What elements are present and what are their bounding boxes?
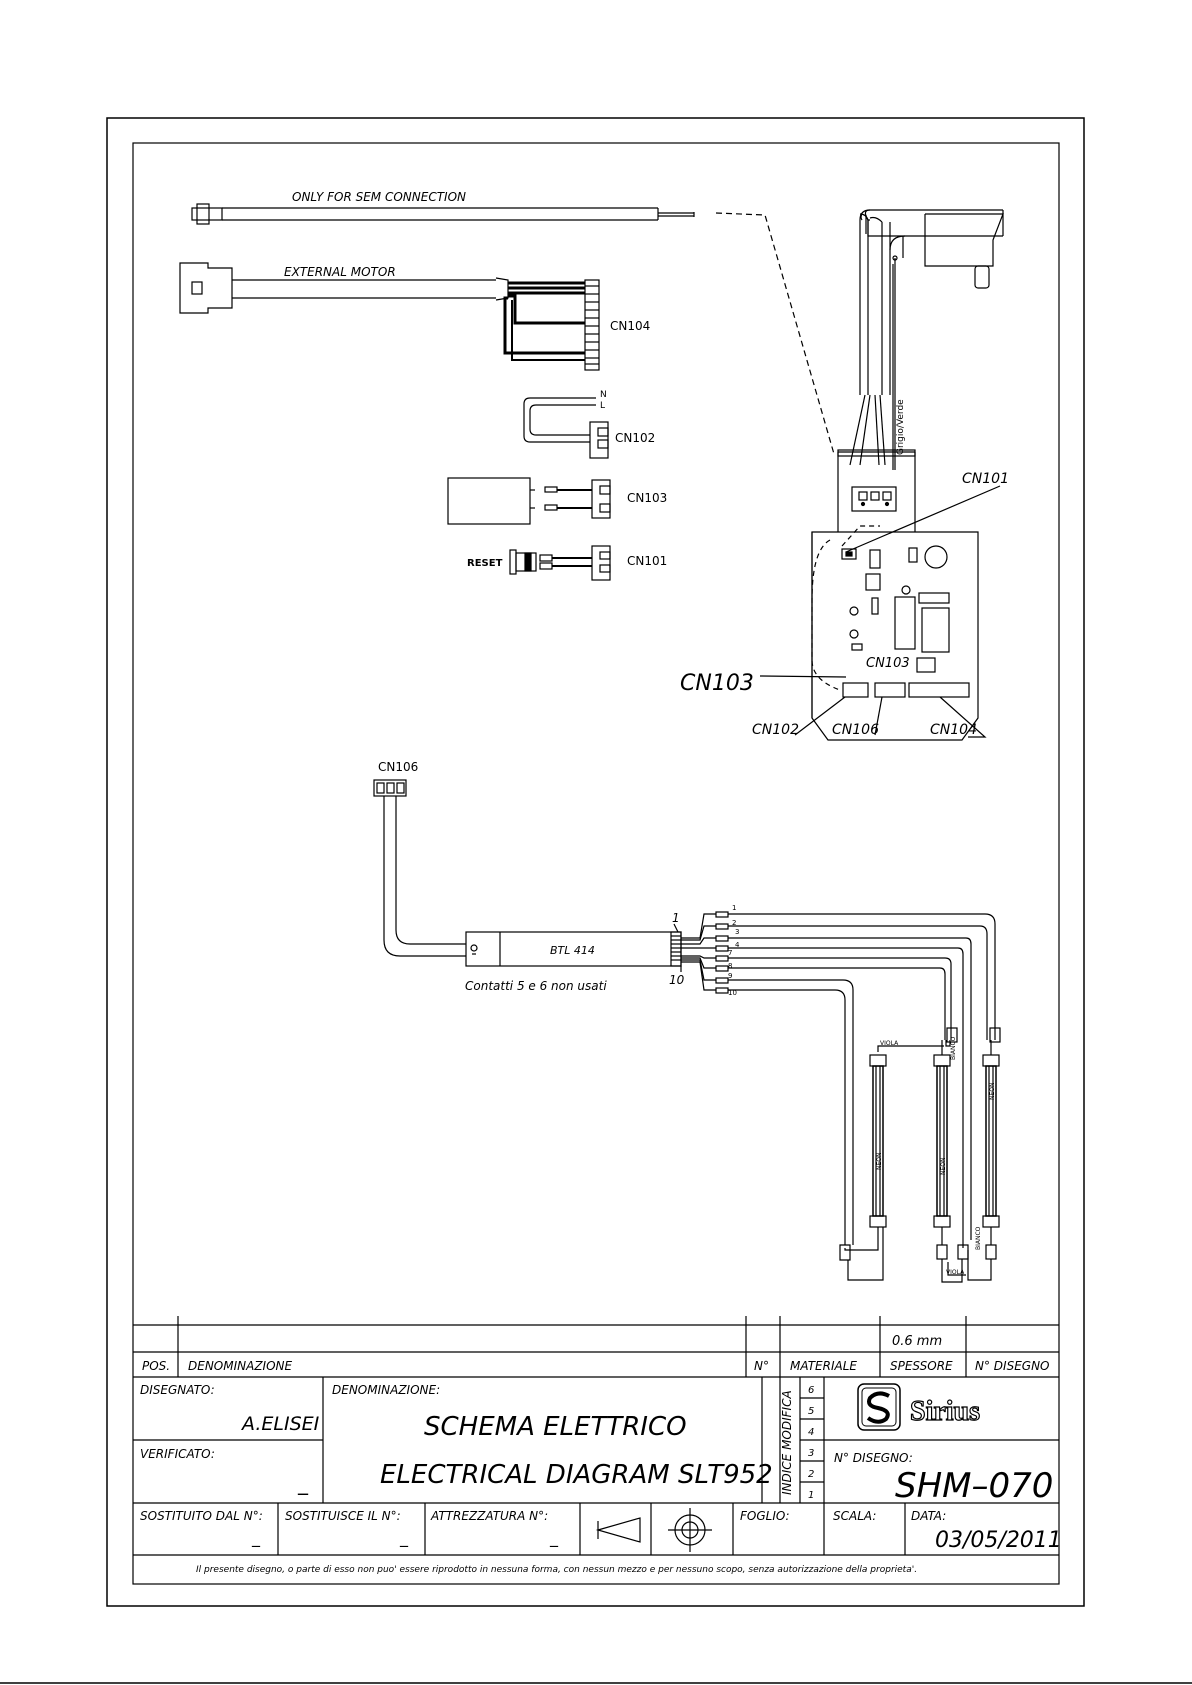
mains-plug bbox=[849, 209, 1004, 470]
header-n-disegno: N° DISEGNO bbox=[975, 1359, 1050, 1373]
l-label: L bbox=[600, 401, 605, 411]
btl414-ballast bbox=[465, 931, 682, 967]
title-italian: SCHEMA ELETTRICO bbox=[424, 1412, 687, 1442]
cn106-box-label: CN106 bbox=[832, 722, 879, 738]
outer-border bbox=[106, 117, 1085, 1607]
pin-label: 9 bbox=[728, 972, 732, 980]
cn104-box-label: CN104 bbox=[930, 722, 977, 738]
indice-3: 3 bbox=[808, 1448, 814, 1459]
cn102-label: CN102 bbox=[615, 431, 655, 445]
neon-label: NEON bbox=[940, 1158, 947, 1176]
pin-label: 3 bbox=[735, 928, 739, 936]
cn104-label: CN104 bbox=[610, 319, 650, 333]
pin-label: 4 bbox=[735, 941, 740, 949]
spessore-value: 0.6 mm bbox=[892, 1334, 942, 1349]
sirius-logo bbox=[857, 1383, 901, 1431]
header-pos: POS. bbox=[142, 1359, 170, 1373]
cn102-box-label: CN102 bbox=[752, 722, 799, 738]
header-n: N° bbox=[754, 1359, 769, 1373]
sostituito-value: _ bbox=[251, 1528, 261, 1548]
cn101-box-label: CN101 bbox=[962, 471, 1009, 487]
indice-2: 2 bbox=[808, 1469, 814, 1480]
pin-label: 2 bbox=[732, 919, 736, 927]
header-spessore: SPESSORE bbox=[890, 1359, 953, 1373]
title-english: ELECTRICAL DIAGRAM SLT952 bbox=[380, 1460, 773, 1490]
btl414-label: BTL 414 bbox=[550, 944, 595, 957]
indice-1: 1 bbox=[808, 1490, 814, 1501]
cn103-small-label: CN103 bbox=[866, 656, 910, 671]
cn106-label: CN106 bbox=[378, 760, 418, 774]
title-block-grid bbox=[133, 1316, 1059, 1556]
cn103-box-label: CN103 bbox=[680, 671, 754, 696]
indice-6: 6 bbox=[808, 1385, 814, 1396]
cn103-component bbox=[447, 477, 611, 525]
n-disegno-label: N° DISEGNO: bbox=[834, 1451, 913, 1465]
grigio-verde-label: Grigio/Verde bbox=[896, 399, 906, 455]
sem-cable bbox=[191, 203, 835, 455]
control-box bbox=[811, 449, 979, 741]
pin-label: 10 bbox=[728, 989, 737, 997]
cn106-leader bbox=[874, 696, 883, 736]
foglio-label: FOGLIO: bbox=[740, 1509, 790, 1523]
pin-label: 1 bbox=[732, 904, 736, 912]
cn102-leader bbox=[794, 696, 846, 736]
viola-label: VIOLA bbox=[946, 1269, 965, 1276]
disegnato-value: A.ELISEI bbox=[240, 1413, 320, 1435]
attrezzatura-value: _ bbox=[549, 1528, 559, 1548]
cn103-label: CN103 bbox=[627, 491, 667, 505]
n-label: N bbox=[600, 390, 607, 400]
disegnato-label: DISEGNATO: bbox=[140, 1383, 215, 1397]
header-materiale: MATERIALE bbox=[790, 1359, 857, 1373]
header-denominazione: DENOMINAZIONE bbox=[188, 1359, 293, 1373]
pin10-label: 10 bbox=[669, 973, 685, 987]
cn102-bridge bbox=[523, 397, 609, 459]
neon-label: NEON bbox=[876, 1153, 883, 1171]
indice-4: 4 bbox=[808, 1427, 814, 1438]
external-motor-connector bbox=[179, 262, 600, 371]
viola-label: VIOLA bbox=[880, 1040, 899, 1047]
cn104-leader bbox=[939, 696, 987, 738]
reset-component bbox=[509, 545, 611, 581]
data-value: 03/05/2011 bbox=[935, 1528, 1062, 1553]
contatti-note: Contatti 5 e 6 non usati bbox=[465, 979, 607, 993]
pin-label: 8 bbox=[728, 962, 732, 970]
sostituisce-label: SOSTITUISCE IL N°: bbox=[285, 1509, 401, 1523]
pin1-label: 1 bbox=[672, 911, 680, 925]
verificato-value: _ bbox=[297, 1471, 309, 1495]
n-disegno-value: SHM–070 bbox=[895, 1466, 1053, 1506]
indice-modifica-label: INDICE MODIFICA bbox=[780, 1390, 794, 1495]
scala-label: SCALA: bbox=[833, 1509, 876, 1523]
sem-connection-label: ONLY FOR SEM CONNECTION bbox=[292, 190, 466, 204]
inner-border bbox=[132, 142, 1060, 1585]
disclaimer-text: Il presente disegno, o parte di esso non… bbox=[196, 1565, 917, 1575]
cn101-leader bbox=[845, 485, 1001, 553]
verificato-label: VERIFICATO: bbox=[140, 1447, 215, 1461]
lamp-wiring bbox=[681, 911, 1001, 1283]
reset-label: RESET bbox=[467, 558, 503, 569]
sostituisce-value: _ bbox=[399, 1528, 409, 1548]
cn101-label: CN101 bbox=[627, 554, 667, 568]
attrezzatura-label: ATTREZZATURA N°: bbox=[430, 1509, 548, 1523]
pin-label: 7 bbox=[728, 949, 732, 957]
cn106-connector bbox=[373, 779, 466, 957]
sirius-brand-text: Sirius bbox=[910, 1396, 980, 1427]
indice-5: 5 bbox=[808, 1406, 814, 1417]
bianco-label: BIANCO bbox=[975, 1226, 982, 1250]
denominazione-label: DENOMINAZIONE: bbox=[332, 1383, 440, 1397]
cn103-leader bbox=[759, 675, 847, 678]
pin1-leader bbox=[673, 923, 679, 933]
sostituito-label: SOSTITUITO DAL N°: bbox=[140, 1509, 263, 1523]
bianco-label: BIANCO bbox=[950, 1036, 957, 1060]
external-motor-label: EXTERNAL MOTOR bbox=[284, 265, 396, 279]
data-label: DATA: bbox=[911, 1509, 946, 1523]
neon-label: NEON bbox=[989, 1083, 996, 1101]
